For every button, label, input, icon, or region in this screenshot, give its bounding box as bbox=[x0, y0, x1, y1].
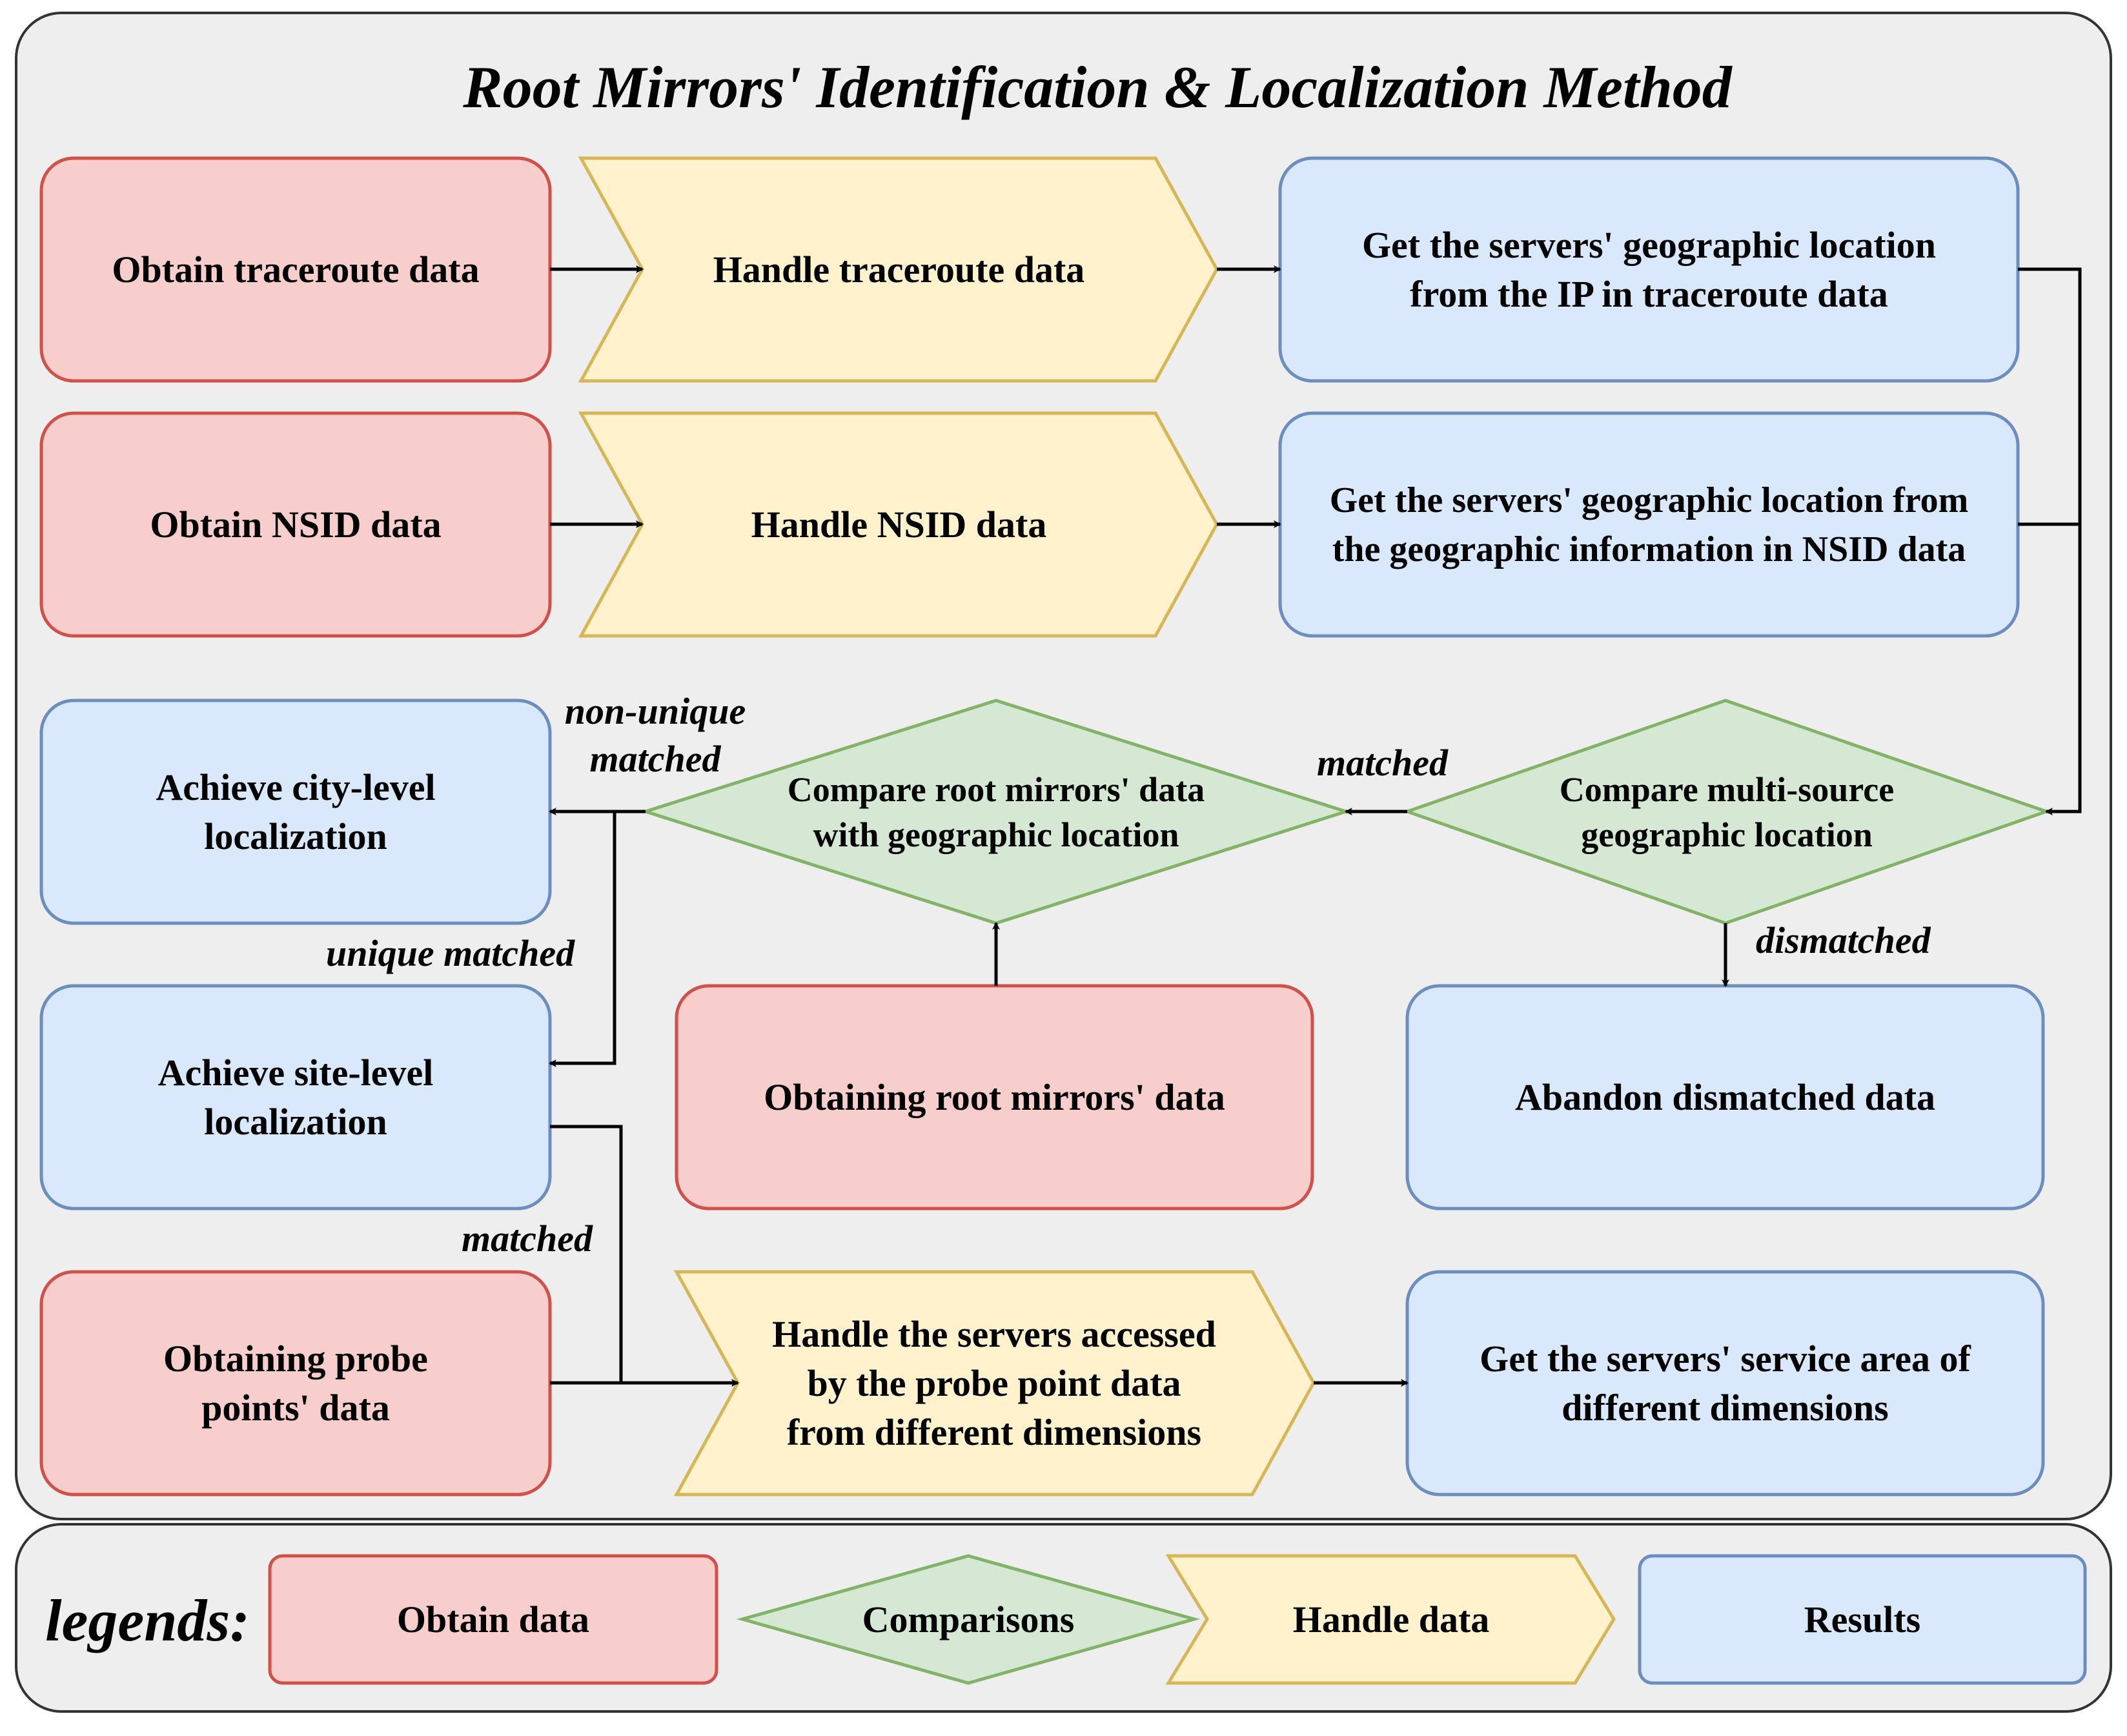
legend-handle-label: Handle data bbox=[1292, 1598, 1490, 1640]
legend-result-swatch bbox=[1638, 1554, 2087, 1685]
handle-nsid-label: Handle NSID data bbox=[751, 503, 1047, 546]
handle-traceroute-label: Handle traceroute data bbox=[713, 248, 1085, 291]
service-area-label: Get the servers' service area of differe… bbox=[1480, 1337, 1971, 1429]
edge-label-matched-bottom: matched bbox=[462, 1218, 593, 1260]
legend-obtain-swatch bbox=[268, 1554, 718, 1685]
compare-root-label: Compare root mirrors' data with geograph… bbox=[787, 770, 1205, 854]
compare-multi-label: Compare multi-source geographic location bbox=[1559, 770, 1895, 854]
legend-compare-swatch bbox=[736, 1554, 1201, 1685]
city-level-label: Achieve city-level localization bbox=[156, 766, 436, 857]
edge-geo-ip-to-compare-multi bbox=[2018, 267, 2082, 815]
edges bbox=[549, 265, 2082, 1387]
legend-title: legends: bbox=[45, 1588, 250, 1653]
abandon-label: Abandon dismatched data bbox=[1514, 1076, 1936, 1118]
edge-label-unique-matched: unique matched bbox=[326, 932, 575, 974]
edge-site-to-handle-probe bbox=[550, 1125, 623, 1383]
geo-from-ip-label: Get the servers' geographic location fro… bbox=[1361, 223, 1937, 315]
edge-label-dismatched: dismatched bbox=[1756, 919, 1931, 961]
edge-label-non-unique-matched: non-unique matched bbox=[564, 690, 746, 780]
edge-compare-root-to-site bbox=[549, 812, 616, 1067]
legend-result-label: Results bbox=[1804, 1598, 1921, 1640]
edge-label-matched-top: matched bbox=[1317, 742, 1448, 784]
site-level-box bbox=[39, 984, 552, 1210]
obtain-traceroute-label: Obtain traceroute data bbox=[112, 248, 480, 291]
diagram-title: Root Mirrors' Identification & Localizat… bbox=[463, 54, 1732, 120]
site-level-label: Achieve site-level localization bbox=[158, 1051, 434, 1143]
obtaining-probe-label: Obtaining probe points' data bbox=[163, 1337, 428, 1429]
obtain-nsid-label: Obtain NSID data bbox=[150, 503, 442, 546]
legend-handle-swatch bbox=[1165, 1554, 1616, 1685]
obtaining-root-label: Obtaining root mirrors' data bbox=[764, 1076, 1225, 1118]
handle-probe-label: Handle the servers accessed by the probe… bbox=[772, 1312, 1216, 1453]
legend-obtain-label: Obtain data bbox=[396, 1598, 590, 1640]
legend-compare-label: Comparisons bbox=[862, 1598, 1075, 1640]
geo-from-nsid-label: Get the servers' geographic location fro… bbox=[1329, 480, 1969, 569]
